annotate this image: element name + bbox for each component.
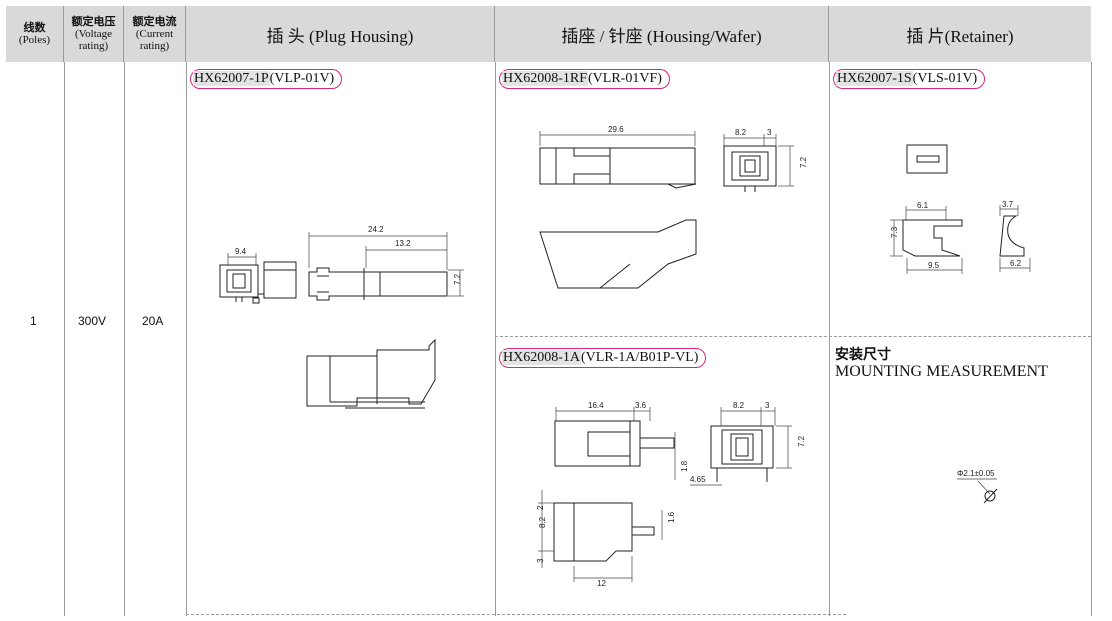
wafer-rf-iso-view — [539, 219, 697, 289]
part-model: (VLR-01VF) — [588, 71, 662, 86]
dim-label: 29.6 — [608, 125, 624, 134]
part-label-wafer-rf: HX62008-1RF(VLR-01VF) — [499, 69, 670, 89]
mounting-hole-symbol — [957, 478, 998, 504]
part-label-retainer: HX62007-1S(VLS-01V) — [833, 69, 986, 89]
dim-label: 7.2 — [799, 156, 808, 168]
retainer-end-view — [999, 215, 1025, 257]
dim-label: 3.6 — [635, 401, 647, 410]
dim-label: 9.4 — [235, 247, 247, 256]
header-voltage-cn: 额定电压 — [71, 16, 116, 28]
dim-label: 6.2 — [1010, 259, 1022, 268]
header-current-en2: rating) — [139, 40, 170, 52]
wafer-a-side-view — [554, 420, 675, 467]
part-code: HX62008-1RF — [502, 71, 589, 86]
dim-label: 6.1 — [917, 201, 929, 210]
header-current: 额定电流 (Current rating) — [124, 6, 186, 62]
dim-label: 7.2 — [453, 273, 462, 285]
dim-label: 3 — [765, 401, 770, 410]
plug-side-view — [308, 267, 448, 301]
dim-label: 3 — [536, 558, 545, 563]
mounting-title-en: MOUNTING MEASUREMENT — [835, 363, 1048, 380]
current-value: 20A — [142, 314, 164, 328]
part-model: (VLS-01V) — [912, 71, 978, 86]
dim-label: 13.2 — [395, 239, 411, 248]
grid-line — [1091, 62, 1092, 616]
divider-dashed — [186, 614, 846, 615]
grid-line — [124, 62, 125, 616]
dim-label: 1.6 — [667, 511, 676, 523]
retainer-side-view — [902, 219, 963, 257]
divider-dashed — [495, 336, 1091, 337]
header-housing-wafer: 插座 / 针座 (Housing/Wafer) — [495, 6, 829, 62]
dim-label: 7.3 — [890, 226, 899, 238]
part-code: HX62007-1P — [193, 71, 270, 86]
header-poles: 线数 (Poles) — [6, 6, 64, 62]
dim-label: 16.4 — [588, 401, 604, 410]
part-code: HX62008-1A — [502, 350, 581, 365]
dim-label: 2 — [536, 505, 545, 510]
dim-label: 1.8 — [680, 460, 689, 472]
poles-value: 1 — [30, 314, 37, 328]
dim-label: 12 — [597, 579, 606, 588]
wafer-rf-side-view — [539, 147, 697, 189]
header-voltage: 额定电压 (Voltage rating) — [64, 6, 124, 62]
dim-label: 4.65 — [690, 475, 706, 484]
mounting-title-cn: 安装尺寸 — [835, 346, 891, 362]
header-voltage-en1: (Voltage — [74, 28, 113, 40]
part-model: (VLR-1A/B01P-VL) — [581, 350, 699, 365]
spec-sheet: 线数 (Poles) 额定电压 (Voltage rating) 额定电流 (C… — [6, 6, 1092, 616]
part-model: (VLP-01V) — [269, 71, 335, 86]
dim-label: 3.7 — [1002, 200, 1014, 209]
part-code: HX62007-1S — [836, 71, 913, 86]
voltage-value: 300V — [78, 314, 107, 328]
header-current-en1: (Current — [135, 28, 174, 40]
dim-label: 9.5 — [928, 261, 940, 270]
grid-line — [64, 62, 65, 616]
header-retainer: 插 片(Retainer) — [829, 6, 1091, 62]
header-current-cn: 额定电流 — [132, 16, 177, 28]
wafer-a-front-view — [710, 425, 774, 482]
plug-front-view — [219, 261, 297, 304]
plug-iso-view — [306, 338, 436, 409]
mounting-hole-dim: Φ2.1±0.05 — [957, 469, 995, 478]
header-poles-en: (Poles) — [18, 34, 51, 46]
part-label-wafer-a: HX62008-1A(VLR-1A/B01P-VL) — [499, 348, 707, 368]
wafer-rf-front-view — [723, 145, 777, 192]
dim-label: 8.2 — [733, 401, 745, 410]
header-poles-cn: 线数 — [23, 22, 46, 34]
dim-label: 24.2 — [368, 225, 384, 234]
retainer-top-view — [906, 144, 948, 174]
wafer-a-iso-view — [553, 502, 655, 562]
header-voltage-en2: rating) — [78, 40, 109, 52]
dim-label: 3 — [767, 128, 772, 137]
grid-line — [186, 62, 187, 616]
header-plug-housing: 插 头 (Plug Housing) — [186, 6, 495, 62]
grid-line — [495, 62, 496, 616]
part-label-plug: HX62007-1P(VLP-01V) — [190, 69, 343, 89]
dim-label: 8.2 — [538, 516, 547, 528]
dim-label: 7.2 — [797, 435, 806, 447]
dim-label: 8.2 — [735, 128, 747, 137]
grid-line — [829, 62, 830, 616]
